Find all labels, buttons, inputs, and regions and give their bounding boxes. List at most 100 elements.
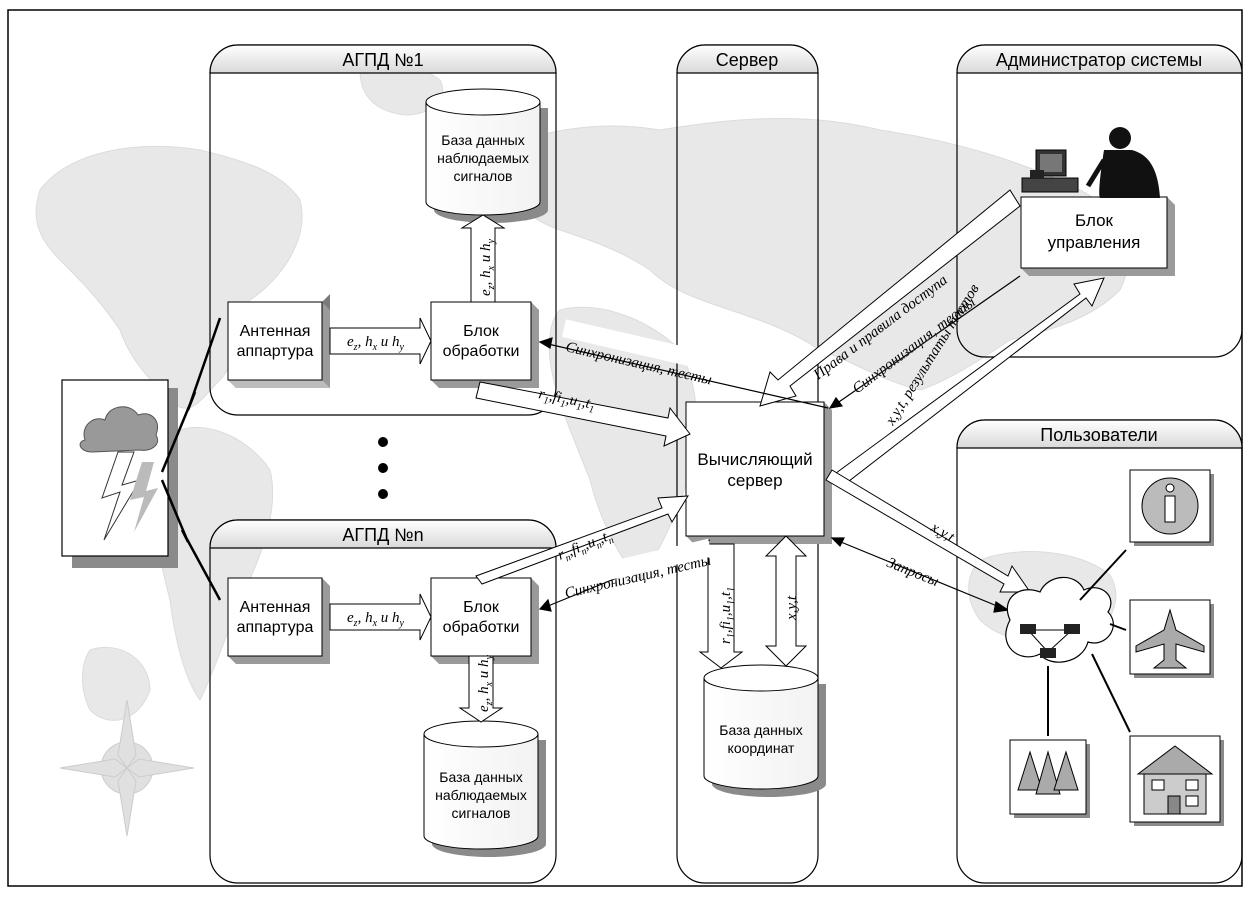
- house-icon: [1129, 735, 1224, 826]
- rdb-ts: 1: [726, 587, 737, 592]
- airplane-icon: [1129, 599, 1214, 678]
- processing-block-n: Блок обработки: [430, 577, 539, 664]
- signals-db-n-l3: сигналов: [452, 805, 511, 821]
- panel-agpdn-title: АГПД №n: [342, 525, 423, 545]
- rdb-fi: fi: [718, 621, 734, 629]
- control-label-a: Блок: [1075, 211, 1114, 230]
- formula-r1: r1,fi1,u1,t1: [537, 386, 597, 416]
- link-cloud-house: [1091, 653, 1131, 733]
- fdn-and: и: [476, 671, 492, 679]
- svg-text:r1,fi1,u1,t1: r1,fi1,u1,t1: [718, 587, 737, 644]
- rdb-t: t: [718, 591, 734, 596]
- panel-server-title: Сервер: [716, 50, 778, 70]
- panel-agpd1-title: АГПД №1: [342, 50, 423, 70]
- svg-text:ez, hx и hy: ez, hx и hy: [347, 334, 405, 353]
- rn-r: r: [556, 547, 568, 564]
- line-sync-1: [547, 343, 829, 409]
- f1-x: x: [372, 342, 378, 353]
- fd1-x: x: [486, 265, 497, 271]
- arrow-server-to-coordsdb: [698, 543, 744, 669]
- formula-field-1: ez, hx и hy: [347, 334, 405, 353]
- panel-admin-title: Администратор системы: [996, 50, 1202, 70]
- r1-t: t: [584, 395, 592, 412]
- svg-text:rn,fin,un,tn: rn,fin,un,tn: [556, 527, 616, 566]
- signals-db-n-l1: База данных: [439, 769, 522, 785]
- arrow-server-to-admin-results: [831, 277, 1105, 489]
- signals-db-n: База данных наблюдаемых сигналов: [423, 720, 546, 857]
- arrowhead-syncadm-a: [828, 396, 844, 409]
- info-kiosk-icon: [1129, 469, 1214, 546]
- panel-server: Сервер: [676, 44, 819, 884]
- f1-and: и: [381, 334, 389, 350]
- fd1-h: h: [478, 270, 494, 278]
- rdb-u: u: [718, 605, 734, 613]
- fn-y: y: [399, 618, 405, 629]
- arrowhead-req-a: [830, 537, 845, 548]
- fdn-h2: h: [476, 659, 492, 667]
- panel-admin: Администратор системы: [956, 44, 1243, 358]
- signals-db-1-l1: База данных: [441, 132, 524, 148]
- arrow-processing1-to-server: [475, 381, 691, 447]
- control-label-b: управления: [1048, 233, 1141, 252]
- administrator-icon: [1021, 127, 1160, 198]
- control-block: Блок управления: [1020, 196, 1175, 276]
- fdn-y: y: [484, 654, 495, 660]
- fdn-h: h: [476, 686, 492, 694]
- svg-text:r1,fi1,u1,t1: r1,fi1,u1,t1: [537, 386, 597, 416]
- forest-icon: [1009, 739, 1090, 818]
- fn-z: z: [353, 618, 358, 629]
- line-sync-admin: [835, 275, 1021, 405]
- arrow-processing1-to-db1: [460, 214, 506, 303]
- compass-rose-icon: [59, 699, 195, 837]
- panel-users: Пользователи: [956, 419, 1243, 884]
- coords-db-l2: координат: [728, 740, 796, 756]
- f1-e: e: [347, 334, 354, 350]
- fd1-y: y: [486, 238, 497, 244]
- f1-z: z: [353, 342, 358, 353]
- antenna-label-1b: аппартура: [237, 343, 314, 360]
- formula-r1-db: r1,fi1,u1,t1: [718, 587, 737, 644]
- r1-fi: fi: [552, 389, 563, 406]
- rn-ts: n: [607, 535, 616, 547]
- r1-ts: 1: [588, 404, 595, 416]
- antenna-block-1: Антенная аппартура: [227, 294, 330, 388]
- link-cloud-plane: [1109, 623, 1127, 631]
- arrow-admin-access-rules: [759, 189, 1021, 407]
- fd1-e: e: [478, 289, 494, 296]
- rn-us: n: [595, 540, 604, 552]
- processing-block-1: Блок обработки: [430, 301, 539, 388]
- arrow-coordsdb-server-xyt: [764, 535, 808, 667]
- formula-field-db1: ez, hx и hy: [478, 238, 497, 296]
- rdb-us: 1: [726, 600, 737, 605]
- arrow-antenna1-to-processing1: [329, 317, 432, 365]
- fn-h2: h: [392, 610, 400, 626]
- fn-x: x: [372, 618, 378, 629]
- signals-db-1-l3: сигналов: [454, 168, 513, 184]
- arrowhead-sync1-a: [538, 337, 553, 349]
- signals-db-1-l2: наблюдаемых: [437, 150, 529, 166]
- label-xyt-db: x,y,t: [784, 595, 800, 621]
- fn-e: e: [347, 610, 354, 626]
- formula-rn: rn,fin,un,tn: [556, 527, 616, 566]
- arrowhead-req-b: [993, 601, 1010, 613]
- fn-and: и: [381, 610, 389, 626]
- r1-fis: 1: [559, 398, 566, 410]
- antenna-label-na: Антенная: [240, 599, 311, 616]
- signals-db-1: База данных наблюдаемых сигналов: [425, 88, 548, 223]
- r1-rs: 1: [542, 395, 549, 407]
- network-cloud-icon: [1005, 576, 1114, 663]
- fd1-h2: h: [478, 243, 494, 251]
- fn-h: h: [365, 610, 373, 626]
- arrow-processingn-to-dbn: [458, 655, 504, 723]
- antenna-label-nb: аппартура: [237, 619, 314, 636]
- rn-t: t: [600, 529, 611, 546]
- arrow-antennan-to-processingn: [329, 593, 432, 641]
- arrowhead-syncn-a: [538, 598, 552, 612]
- svg-text:ez, hx и hy: ez, hx и hy: [478, 238, 497, 296]
- processing-label-nb: обработки: [443, 619, 520, 636]
- ellipsis-dots: [378, 437, 388, 499]
- link-cloud-info: [1079, 549, 1127, 601]
- coords-db-l1: База данных: [719, 722, 802, 738]
- antenna-block-n: Антенная аппартура: [227, 577, 330, 664]
- panel-agpd1: АГПД №1: [209, 44, 557, 416]
